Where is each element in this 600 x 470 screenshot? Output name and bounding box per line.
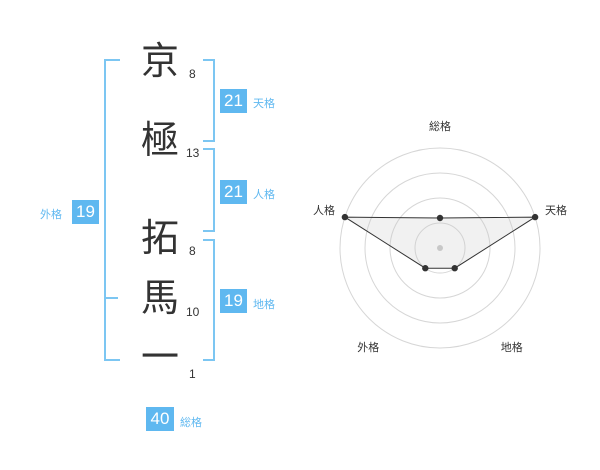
radar-axis-label-2: 天格: [545, 204, 568, 218]
tenkaku-badge: 21: [220, 89, 247, 113]
jinkaku-badge: 21: [220, 180, 247, 204]
radar-point-3: [451, 265, 458, 272]
gaikaku-bracket-divider: [104, 297, 118, 299]
soukaku-label: 総格: [180, 416, 202, 429]
radar-ring-2: [389, 197, 491, 299]
stroke-count-1: 8: [189, 67, 196, 81]
gaikaku-bracket: [104, 59, 120, 361]
gaikaku-badge: 19: [72, 200, 99, 224]
radar-center-dot: [437, 245, 443, 251]
gaikaku-label: 外格: [40, 208, 62, 221]
chikaku-label: 地格: [253, 298, 275, 311]
radar-point-2: [531, 213, 539, 221]
radar-ring-4: [339, 147, 541, 349]
soukaku-badge: 40: [146, 407, 174, 431]
radar-point-5: [341, 213, 349, 221]
radar-ring-3: [364, 172, 516, 324]
jinkaku-label: 人格: [253, 188, 275, 201]
radar-axis-label-3: 地格: [500, 340, 523, 354]
name-char-5: 一: [141, 335, 180, 379]
radar-point-4: [422, 265, 429, 272]
tenkaku-label: 天格: [253, 97, 275, 110]
radar-point-1: [436, 214, 444, 222]
name-char-3: 拓: [141, 216, 180, 260]
stroke-count-2: 13: [186, 146, 200, 160]
radar-series-polygon: [343, 216, 537, 269]
stroke-count-5: 1: [189, 367, 196, 381]
radar-ring-1: [414, 222, 466, 274]
jinkaku-bracket: [203, 148, 215, 232]
chikaku-bracket: [203, 239, 215, 361]
tenkaku-bracket: [203, 59, 215, 142]
stroke-count-4: 10: [186, 305, 200, 319]
name-char-4: 馬: [141, 276, 180, 320]
name-char-1: 京: [141, 39, 180, 83]
stroke-count-3: 8: [189, 244, 196, 258]
radar-axis-label-1: 総格: [429, 120, 451, 133]
chikaku-badge: 19: [220, 289, 247, 313]
name-char-2: 極: [141, 118, 180, 162]
radar-axis-label-4: 外格: [357, 340, 380, 354]
radar-axis-label-5: 人格: [312, 204, 335, 218]
